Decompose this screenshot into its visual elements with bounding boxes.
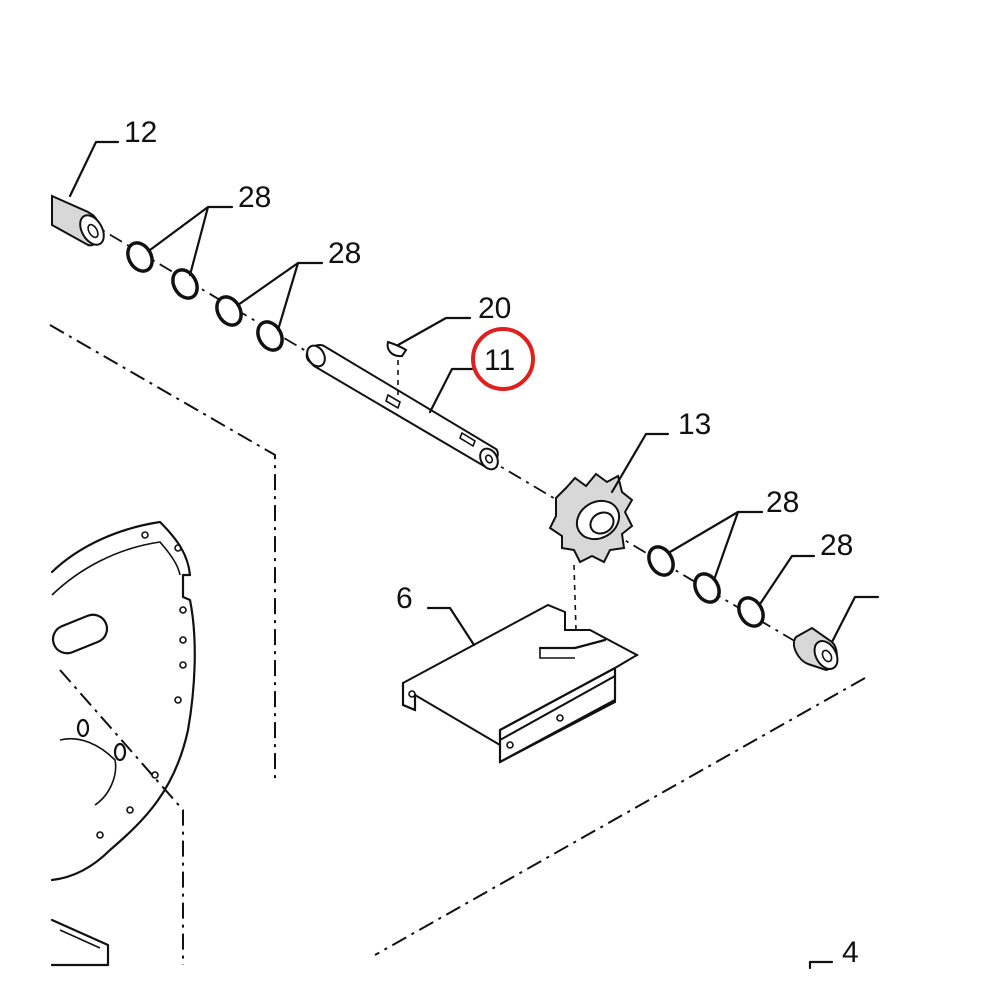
snap-rings xyxy=(126,241,765,628)
callout-6: 6 xyxy=(396,582,413,615)
callout-28-b: 28 xyxy=(328,237,361,270)
woodruff-key xyxy=(386,340,408,395)
bushing-top xyxy=(51,194,105,247)
frame-phantom-lines xyxy=(49,324,866,965)
highlight-circle xyxy=(471,327,535,391)
callout-28-d: 28 xyxy=(820,529,853,562)
mounting-bracket xyxy=(401,603,640,764)
callout-28-a: 28 xyxy=(238,181,271,214)
callout-11: 11 xyxy=(484,344,515,377)
sprocket xyxy=(548,472,634,631)
callout-20: 20 xyxy=(478,292,511,325)
side-plate xyxy=(50,520,196,967)
callout-4: 4 xyxy=(842,936,859,969)
leader-lines xyxy=(68,140,880,970)
callout-12: 12 xyxy=(124,116,157,149)
bushing-bottom xyxy=(792,626,839,672)
callout-28-c: 28 xyxy=(766,486,799,519)
shaft xyxy=(305,344,499,471)
callout-13: 13 xyxy=(678,408,711,441)
callout-labels: 12 28 28 20 11 13 28 28 6 4 xyxy=(124,116,859,969)
